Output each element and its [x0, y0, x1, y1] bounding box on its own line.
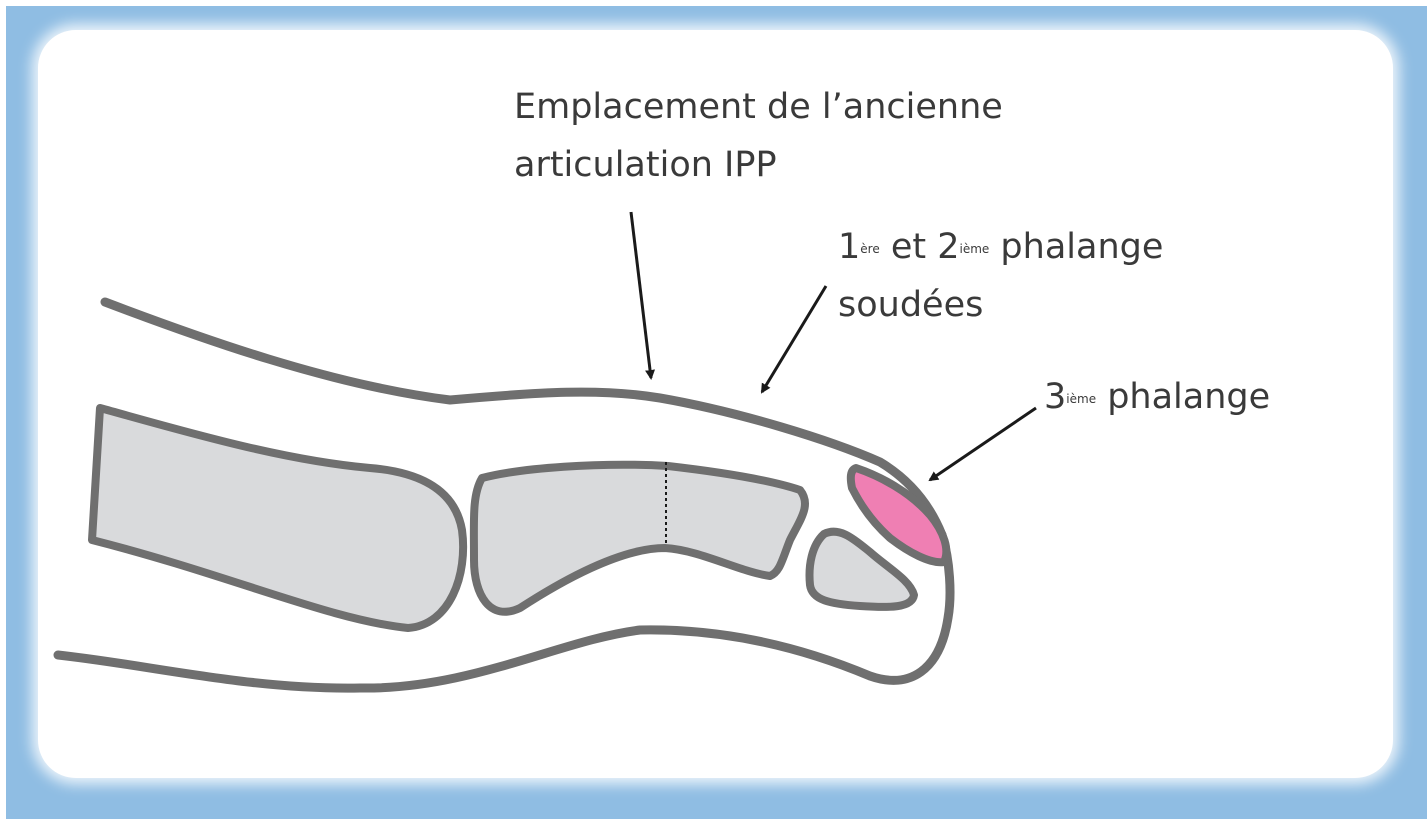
label-fused-phalanges: 1ère et 2ième phalange soudées [838, 218, 1163, 334]
label-third-phalanx: 3ième phalange [1044, 368, 1270, 426]
label-third-num: 3 [1044, 377, 1066, 417]
label-fused-sup1: ère [860, 242, 879, 256]
label-fused-num1: 1 [838, 227, 860, 267]
label-fused-line2: soudées [838, 276, 1163, 334]
label-third-sup: ième [1066, 392, 1096, 406]
label-fused-sup2: ième [960, 242, 990, 256]
fused-phalanx-arrow [762, 286, 826, 392]
fused-phalanx-bone [474, 465, 805, 612]
label-fused-rest: phalange [989, 227, 1163, 267]
label-ipp-line2: articulation IPP [514, 136, 1003, 194]
label-fused-mid: et 2 [880, 227, 960, 267]
label-ipp: Emplacement de l’ancienne articulation I… [514, 78, 1003, 194]
ipp-arrow [631, 212, 651, 378]
label-third-rest: phalange [1096, 377, 1270, 417]
proximal-phalanx-bone [92, 408, 463, 628]
label-fused-line1: 1ère et 2ième phalange [838, 218, 1163, 276]
third-phalanx-arrow [930, 408, 1036, 480]
label-ipp-line1: Emplacement de l’ancienne [514, 78, 1003, 136]
